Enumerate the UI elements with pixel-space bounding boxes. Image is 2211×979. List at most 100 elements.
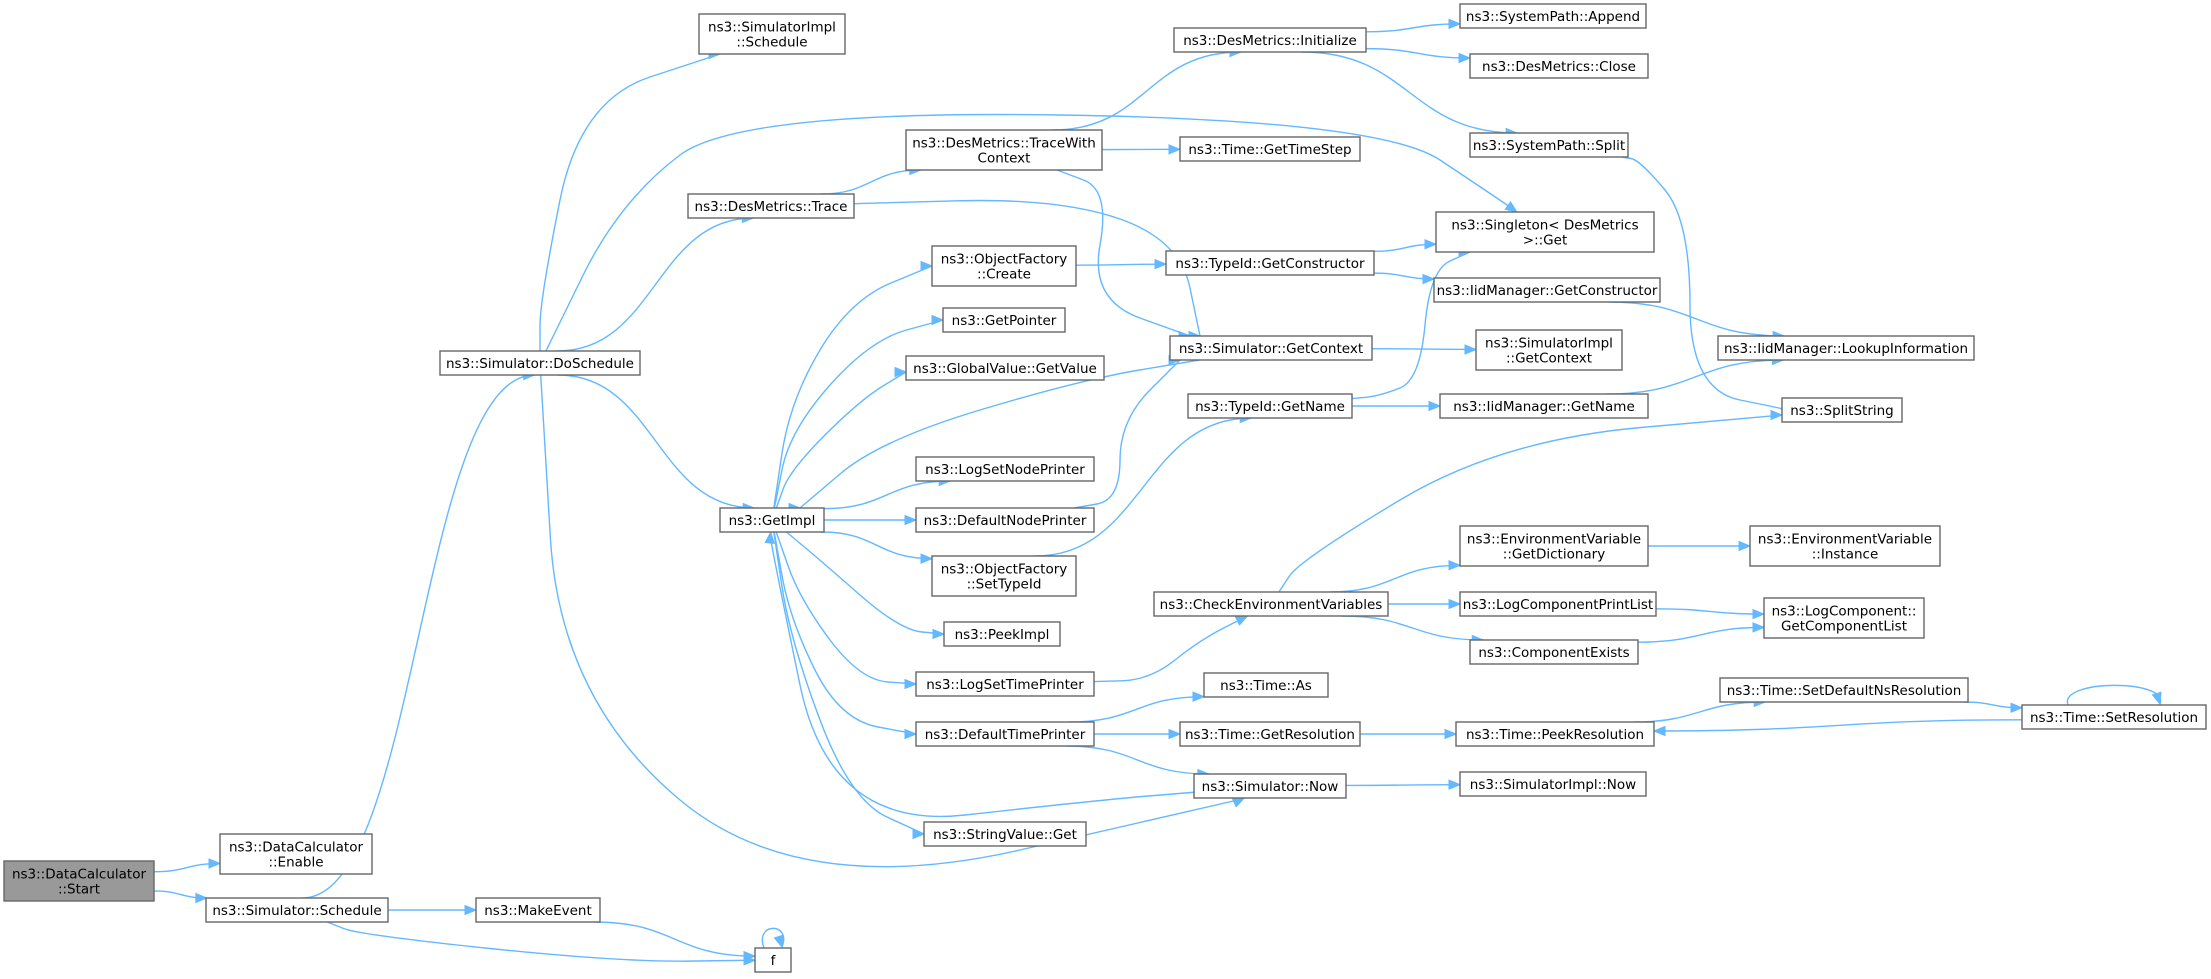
node-box[interactable] xyxy=(1173,27,1367,53)
node-logcompgetlist[interactable]: ns3::LogComponent::GetComponentList xyxy=(1763,597,1925,639)
node-box[interactable] xyxy=(931,245,1077,287)
node-box[interactable] xyxy=(1469,639,1639,665)
node-box[interactable] xyxy=(943,621,1061,647)
node-box[interactable] xyxy=(915,456,1095,482)
node-gvgetvalue[interactable]: ns3::GlobalValue::GetValue xyxy=(905,355,1105,381)
node-box[interactable] xyxy=(1203,672,1329,698)
node-desclose[interactable]: ns3::DesMetrics::Close xyxy=(1469,53,1649,79)
node-getpointer[interactable]: ns3::GetPointer xyxy=(942,307,1066,333)
node-box[interactable] xyxy=(1475,329,1623,371)
node-box[interactable] xyxy=(1435,211,1655,253)
node-splitstring[interactable]: ns3::SplitString xyxy=(1781,397,1903,423)
node-box[interactable] xyxy=(1459,3,1647,29)
node-ofcreate[interactable]: ns3::ObjectFactory::Create xyxy=(931,245,1077,287)
node-box[interactable] xyxy=(1469,132,1629,158)
node-box[interactable] xyxy=(923,821,1087,847)
edge-arrowhead xyxy=(1504,201,1518,213)
node-simschedule[interactable]: ns3::Simulator::Schedule xyxy=(205,897,389,923)
node-simgetctx[interactable]: ns3::Simulator::GetContext xyxy=(1169,335,1373,361)
node-box[interactable] xyxy=(1781,397,1903,423)
node-box[interactable] xyxy=(439,350,641,376)
node-box[interactable] xyxy=(1165,250,1375,276)
node-defnodeprinter[interactable]: ns3::DefaultNodePrinter xyxy=(915,507,1095,533)
node-timeas[interactable]: ns3::Time::As xyxy=(1203,672,1329,698)
node-lookupinfo[interactable]: ns3::IidManager::LookupInformation xyxy=(1717,335,1975,361)
node-spappend[interactable]: ns3::SystemPath::Append xyxy=(1459,3,1647,29)
node-box[interactable] xyxy=(915,671,1095,697)
node-box[interactable] xyxy=(1439,393,1649,419)
node-box[interactable] xyxy=(1459,591,1657,617)
edge-line xyxy=(1606,359,1784,395)
node-singleton[interactable]: ns3::Singleton< DesMetrics>::Get xyxy=(1435,211,1655,253)
node-ofsettypeid[interactable]: ns3::ObjectFactory::SetTypeId xyxy=(931,555,1077,597)
node-peekimpl[interactable]: ns3::PeekImpl xyxy=(943,621,1061,647)
node-box[interactable] xyxy=(1153,591,1389,617)
node-box[interactable] xyxy=(1459,771,1647,797)
node-destrace[interactable]: ns3::DesMetrics::Trace xyxy=(687,193,855,219)
node-box[interactable] xyxy=(475,897,601,923)
node-box[interactable] xyxy=(915,721,1095,747)
node-box[interactable] xyxy=(905,129,1103,171)
node-root[interactable]: ns3::DataCalculator::Start xyxy=(3,860,155,902)
node-f[interactable]: f xyxy=(754,947,792,973)
node-spsplit[interactable]: ns3::SystemPath::Split xyxy=(1469,132,1629,158)
node-strvalueget[interactable]: ns3::StringValue::Get xyxy=(923,821,1087,847)
node-makeevent[interactable]: ns3::MakeEvent xyxy=(475,897,601,923)
node-box[interactable] xyxy=(2021,704,2207,730)
node-box[interactable] xyxy=(1179,721,1361,747)
node-box[interactable] xyxy=(931,555,1077,597)
node-setdefaultns[interactable]: ns3::Time::SetDefaultNsResolution xyxy=(1719,677,1969,703)
node-checkenv[interactable]: ns3::CheckEnvironmentVariables xyxy=(1153,591,1389,617)
node-box[interactable] xyxy=(1749,525,1941,567)
node-box[interactable] xyxy=(1763,597,1925,639)
node-iidgetctor[interactable]: ns3::IidManager::GetConstructor xyxy=(1433,277,1661,303)
node-box[interactable] xyxy=(1455,721,1655,747)
node-box[interactable] xyxy=(1459,525,1649,567)
node-box[interactable] xyxy=(1719,677,1969,703)
node-dcenable[interactable]: ns3::DataCalculator::Enable xyxy=(219,833,373,875)
node-iidgetname[interactable]: ns3::IidManager::GetName xyxy=(1439,393,1649,419)
node-box[interactable] xyxy=(698,13,846,55)
node-deftimeprinter[interactable]: ns3::DefaultTimePrinter xyxy=(915,721,1095,747)
node-gettimestep[interactable]: ns3::Time::GetTimeStep xyxy=(1179,136,1361,162)
node-box[interactable] xyxy=(1187,393,1353,419)
node-box[interactable] xyxy=(1179,136,1361,162)
node-simimplnow[interactable]: ns3::SimulatorImpl::Now xyxy=(1459,771,1647,797)
node-timegetres[interactable]: ns3::Time::GetResolution xyxy=(1179,721,1361,747)
edge-checkenv-to-splitstring xyxy=(1278,409,1784,593)
node-typeidgetname[interactable]: ns3::TypeId::GetName xyxy=(1187,393,1353,419)
node-logcompprintlist[interactable]: ns3::LogComponentPrintList xyxy=(1459,591,1657,617)
node-box[interactable] xyxy=(1433,277,1661,303)
node-timepeekres[interactable]: ns3::Time::PeekResolution xyxy=(1455,721,1655,747)
node-setres[interactable]: ns3::Time::SetResolution xyxy=(2021,704,2207,730)
node-box[interactable] xyxy=(1469,53,1649,79)
node-box[interactable] xyxy=(905,355,1105,381)
node-simimplgetctx[interactable]: ns3::SimulatorImpl::GetContext xyxy=(1475,329,1623,371)
node-box[interactable] xyxy=(1193,773,1347,799)
node-getctor[interactable]: ns3::TypeId::GetConstructor xyxy=(1165,250,1375,276)
edge-line xyxy=(545,113,1518,352)
node-box[interactable] xyxy=(1717,335,1975,361)
node-box[interactable] xyxy=(687,193,855,219)
node-box[interactable] xyxy=(1169,335,1373,361)
node-box[interactable] xyxy=(219,833,373,875)
node-envinstance[interactable]: ns3::EnvironmentVariable::Instance xyxy=(1749,525,1941,567)
node-getimpl[interactable]: ns3::GetImpl xyxy=(719,507,825,533)
node-logsettime[interactable]: ns3::LogSetTimePrinter xyxy=(915,671,1095,697)
node-box[interactable] xyxy=(3,860,155,902)
node-compexists[interactable]: ns3::ComponentExists xyxy=(1469,639,1639,665)
edge-doschedule-to-singleton xyxy=(545,113,1518,352)
node-box[interactable] xyxy=(719,507,825,533)
node-box[interactable] xyxy=(754,947,792,973)
node-envgetdict[interactable]: ns3::EnvironmentVariable::GetDictionary xyxy=(1459,525,1649,567)
node-doschedule[interactable]: ns3::Simulator::DoSchedule xyxy=(439,350,641,376)
node-simimplschedule[interactable]: ns3::SimulatorImpl::Schedule xyxy=(698,13,846,55)
node-simnow[interactable]: ns3::Simulator::Now xyxy=(1193,773,1347,799)
node-desinit[interactable]: ns3::DesMetrics::Initialize xyxy=(1173,27,1367,53)
node-box[interactable] xyxy=(942,307,1066,333)
edge-line xyxy=(594,921,756,957)
node-logsetnode[interactable]: ns3::LogSetNodePrinter xyxy=(915,456,1095,482)
node-box[interactable] xyxy=(915,507,1095,533)
node-box[interactable] xyxy=(205,897,389,923)
